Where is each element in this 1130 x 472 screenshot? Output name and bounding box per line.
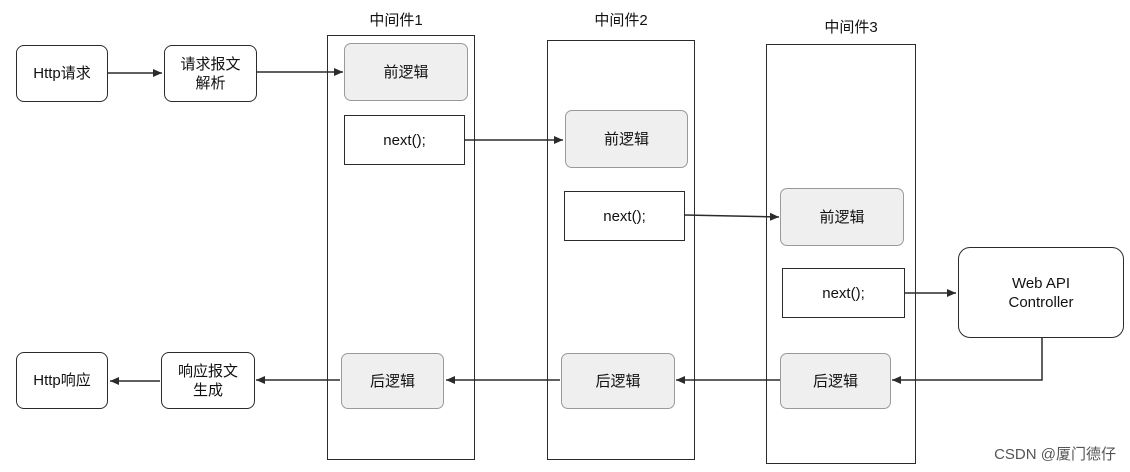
middleware-3-pre-logic: 前逻辑 (780, 188, 904, 246)
middleware-1-column (327, 35, 475, 460)
arrow-controller-to-mw3-post (892, 338, 1043, 384)
middleware-3-title: 中间件3 (824, 19, 878, 36)
generate-label: 响应报文 生成 (178, 362, 238, 400)
middleware-3-next-call: next(); (782, 268, 905, 318)
middleware-2-next-label: next(); (603, 207, 646, 225)
middleware-2-next-call: next(); (564, 191, 685, 241)
parse-node: 请求报文 解析 (164, 45, 257, 102)
http-request-label: Http请求 (33, 65, 91, 82)
middleware-2-post-logic: 后逻辑 (561, 353, 675, 409)
middleware-3-pre-label: 前逻辑 (819, 208, 865, 226)
parse-label-line-1: 请求报文 (180, 55, 241, 73)
middleware-1-next-call: next(); (344, 115, 465, 165)
arrow-mw2-next-to-mw3-pre (684, 212, 780, 221)
web-api-controller-node: Web API Controller (958, 247, 1124, 338)
middleware-3-next-label: next(); (822, 284, 865, 302)
http-request-node: Http请求 (16, 45, 108, 102)
middleware-2-pre-logic: 前逻辑 (565, 110, 688, 168)
middleware-1-title: 中间件1 (369, 12, 423, 29)
controller-label-line-2: Controller (1008, 293, 1074, 311)
controller-label-line-1: Web API (1011, 274, 1071, 292)
middleware-1-next-label: next(); (383, 131, 426, 149)
middleware-1-pre-label: 前逻辑 (383, 63, 429, 81)
parse-label-line-2: 解析 (195, 74, 226, 92)
generate-label-line-2: 生成 (192, 381, 223, 399)
middleware-2-post-label: 后逻辑 (595, 372, 641, 390)
parse-label: 请求报文 解析 (180, 55, 240, 93)
middleware-2-title: 中间件2 (594, 12, 648, 29)
middleware-3-column (766, 44, 916, 464)
middleware-2-column (547, 40, 695, 460)
middleware-3-post-logic: 后逻辑 (780, 353, 891, 409)
middleware-2-pre-label: 前逻辑 (603, 130, 649, 148)
http-response-label: Http响应 (33, 372, 91, 389)
http-response-node: Http响应 (16, 352, 108, 409)
middleware-3-post-label: 后逻辑 (812, 372, 858, 390)
generate-node: 响应报文 生成 (161, 352, 255, 409)
controller-label: Web API Controller (1008, 274, 1073, 312)
middleware-1-post-label: 后逻辑 (369, 372, 415, 390)
middleware-1-pre-logic: 前逻辑 (344, 43, 468, 101)
middleware-1-post-logic: 后逻辑 (341, 353, 444, 409)
generate-label-line-1: 响应报文 (177, 362, 238, 380)
watermark-text: CSDN @厦门德仔 (994, 446, 1116, 463)
